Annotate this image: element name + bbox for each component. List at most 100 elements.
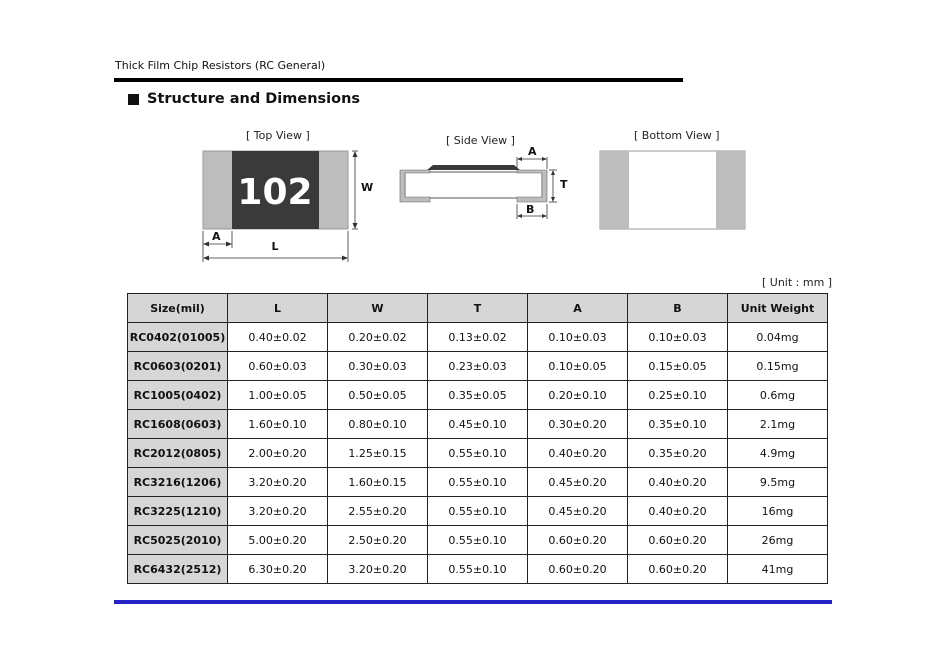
table-cell: 2.55±0.20 — [327, 496, 428, 526]
table-cell: 0.50±0.05 — [327, 380, 428, 410]
column-header: Size(mil) — [127, 293, 228, 323]
table-cell: 0.20±0.02 — [327, 322, 428, 352]
table-cell: 0.35±0.20 — [627, 438, 728, 468]
structure-diagrams: 102 W A L A — [202, 145, 746, 262]
table-cell: 0.40±0.20 — [527, 438, 628, 468]
table-cell: 0.40±0.20 — [627, 496, 728, 526]
table-cell: 2.00±0.20 — [227, 438, 328, 468]
document-header-title: Thick Film Chip Resistors (RC General) — [115, 59, 326, 72]
table-cell: 41mg — [727, 554, 828, 584]
table-cell: 0.45±0.20 — [527, 467, 628, 497]
table-cell: 0.15±0.05 — [627, 351, 728, 381]
bottom-view-right-terminal — [716, 151, 745, 229]
section-heading: Structure and Dimensions — [128, 91, 360, 107]
size-cell: RC6432(2512) — [127, 554, 228, 584]
dim-b-label: B — [526, 203, 534, 216]
table-cell: 0.15mg — [727, 351, 828, 381]
dim-l-label: L — [271, 240, 278, 253]
bottom-view-diagram — [599, 150, 746, 230]
table-cell: 5.00±0.20 — [227, 525, 328, 555]
table-cell: 0.35±0.05 — [427, 380, 528, 410]
column-header: A — [527, 293, 628, 323]
column-header: T — [427, 293, 528, 323]
dim-a-top-label: A — [212, 230, 221, 243]
size-cell: RC3216(1206) — [127, 467, 228, 497]
table-cell: 6.30±0.20 — [227, 554, 328, 584]
table-cell: 3.20±0.20 — [227, 467, 328, 497]
table-cell: 0.25±0.10 — [627, 380, 728, 410]
table-cell: 9.5mg — [727, 467, 828, 497]
column-header: L — [227, 293, 328, 323]
table-cell: 0.55±0.10 — [427, 496, 528, 526]
table-cell: 0.30±0.03 — [327, 351, 428, 381]
column-header: W — [327, 293, 428, 323]
table-cell: 0.80±0.10 — [327, 409, 428, 439]
size-cell: RC3225(1210) — [127, 496, 228, 526]
column-header: Unit Weight — [727, 293, 828, 323]
table-cell: 0.30±0.20 — [527, 409, 628, 439]
table-cell: 0.04mg — [727, 322, 828, 352]
table-cell: 1.60±0.10 — [227, 409, 328, 439]
side-view-substrate — [404, 171, 543, 199]
side-view-label: [ Side View ] — [446, 134, 515, 147]
table-cell: 0.10±0.05 — [527, 351, 628, 381]
bottom-view-label: [ Bottom View ] — [634, 129, 720, 142]
side-view-resistive-layer — [427, 165, 520, 170]
top-view-label: [ Top View ] — [246, 129, 310, 142]
table-cell: 0.55±0.10 — [427, 554, 528, 584]
table-cell: 1.25±0.15 — [327, 438, 428, 468]
table-cell: 0.55±0.10 — [427, 438, 528, 468]
section-title-text: Structure and Dimensions — [147, 91, 361, 107]
table-cell: 0.10±0.03 — [627, 322, 728, 352]
column-header: B — [627, 293, 728, 323]
table-cell: 0.60±0.20 — [627, 525, 728, 555]
bullet-square-icon — [128, 93, 139, 105]
table-cell: 0.40±0.20 — [627, 467, 728, 497]
table-cell: 0.13±0.02 — [427, 322, 528, 352]
table-cell: 0.20±0.10 — [527, 380, 628, 410]
bottom-view-left-terminal — [600, 151, 629, 229]
side-view-diagram: A T B — [399, 145, 568, 219]
size-cell: RC0603(0201) — [127, 351, 228, 381]
table-cell: 0.10±0.03 — [527, 322, 628, 352]
side-view-right-terminal — [516, 169, 548, 203]
footer-divider — [114, 600, 832, 604]
table-cell: 1.60±0.15 — [327, 467, 428, 497]
dim-t-label: T — [560, 178, 568, 191]
dim-w-label: W — [361, 181, 373, 194]
header-divider — [114, 78, 683, 82]
size-cell: RC1608(0603) — [127, 409, 228, 439]
size-cell: RC5025(2010) — [127, 525, 228, 555]
table-cell: 0.60±0.20 — [527, 525, 628, 555]
side-view-left-terminal — [399, 169, 431, 203]
table-cell: 0.55±0.10 — [427, 467, 528, 497]
table-cell: 2.1mg — [727, 409, 828, 439]
table-cell: 0.6mg — [727, 380, 828, 410]
size-cell: RC2012(0805) — [127, 438, 228, 468]
unit-note: [ Unit : mm ] — [762, 276, 833, 289]
table-cell: 3.20±0.20 — [327, 554, 428, 584]
top-view-resistive-layer — [232, 151, 319, 229]
table-cell: 0.23±0.03 — [427, 351, 528, 381]
top-view-diagram: 102 W A L — [202, 150, 373, 262]
table-cell: 2.50±0.20 — [327, 525, 428, 555]
table-cell: 0.45±0.10 — [427, 409, 528, 439]
table-cell: 16mg — [727, 496, 828, 526]
table-cell: 0.40±0.02 — [227, 322, 328, 352]
table-cell: 0.35±0.10 — [627, 409, 728, 439]
resistor-marking: 102 — [237, 172, 312, 213]
table-cell: 0.60±0.20 — [527, 554, 628, 584]
table-cell: 3.20±0.20 — [227, 496, 328, 526]
table-cell: 26mg — [727, 525, 828, 555]
table-cell: 0.45±0.20 — [527, 496, 628, 526]
